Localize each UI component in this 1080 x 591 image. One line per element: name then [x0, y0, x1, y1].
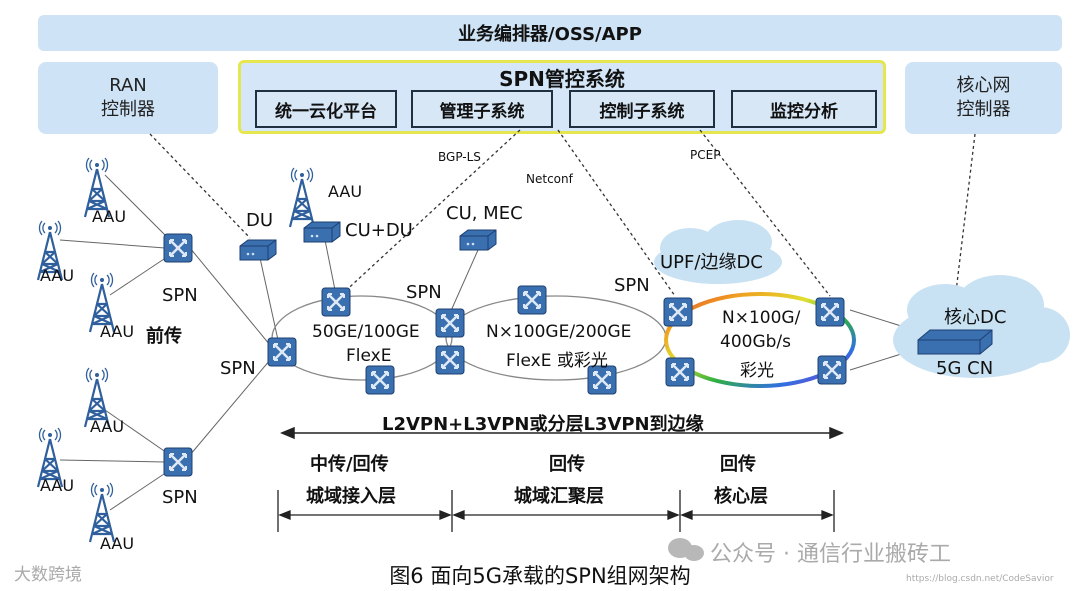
- pcep-label: PCEP: [690, 148, 721, 162]
- spn-router-icon: [434, 307, 466, 339]
- vpn-label: L2VPN+L3VPN或分层L3VPN到边缘: [382, 414, 704, 435]
- spn-router-icon: [662, 296, 694, 328]
- fronthaul-label: 前传: [146, 326, 182, 347]
- watermark-account: 公众号 · 通信行业搬砖工: [710, 542, 951, 567]
- aau-label: AAU: [40, 476, 75, 495]
- cu-mec-label: CU, MEC: [446, 203, 523, 224]
- cu-du-device-icon: [303, 221, 341, 243]
- upf-cloud: [654, 220, 782, 284]
- ran-controller-line1: RAN: [109, 75, 147, 96]
- layer-aggregation-top: 回传: [549, 454, 585, 475]
- vpn-arrow: [280, 426, 844, 440]
- watermark-url: https://blog.csdn.net/CodeSavior: [906, 574, 1054, 584]
- spn-label: SPN: [406, 282, 442, 303]
- aggregation-ring-tech: FlexE 或彩光: [506, 351, 608, 371]
- spn-router-icon: [814, 296, 846, 328]
- spn-router-icon: [816, 354, 848, 386]
- spn-router-icon: [364, 364, 396, 396]
- core-ring: [664, 292, 856, 388]
- access-ring-rate: 50GE/100GE: [312, 322, 420, 342]
- spn-router-icon: [434, 344, 466, 376]
- aau-label: AAU: [100, 322, 135, 341]
- watermark-left: 大数跨境: [14, 565, 82, 585]
- spn-router-icon: [162, 232, 194, 264]
- layer-access-top: 中传/回传: [310, 454, 389, 475]
- subsystem-control: 控制子系统: [569, 90, 715, 128]
- subsystem-monitoring: 监控分析: [731, 90, 877, 128]
- netconf-label: Netconf: [526, 172, 573, 186]
- layer-aggregation-bottom: 城域汇聚层: [514, 486, 604, 507]
- aau-label: AAU: [40, 266, 75, 285]
- ran-controller-box: RAN 控制器: [38, 62, 218, 134]
- figure-caption: 图6 面向5G承载的SPN组网架构: [389, 564, 691, 588]
- aau-label: AAU: [100, 534, 135, 553]
- cn-server-icon: [917, 329, 993, 355]
- orchestrator-bar: 业务编排器/OSS/APP: [38, 15, 1062, 51]
- core-controller-line2: 控制器: [956, 99, 1011, 120]
- ran-controller-line2: 控制器: [101, 99, 155, 120]
- du-device-icon: [239, 239, 277, 261]
- watermark-logo-icon: [668, 538, 704, 561]
- core-ring-tech: 彩光: [740, 361, 774, 381]
- aggregation-ring-rate: N×100GE/200GE: [486, 322, 632, 342]
- aau-label: AAU: [92, 207, 127, 226]
- spn-router-icon: [664, 356, 696, 388]
- aau-tower-icon: [288, 166, 316, 229]
- control-dashed-lines: [149, 129, 976, 301]
- spn-router-icon: [266, 336, 298, 368]
- core-dc-label: 核心DC: [944, 307, 1007, 328]
- access-ring-tech: FlexE: [346, 346, 392, 366]
- core-ring-rate: N×100G/: [722, 308, 801, 328]
- spn-router-icon: [320, 286, 352, 318]
- core-controller-box: 核心网 控制器: [905, 62, 1062, 134]
- du-label: DU: [246, 210, 274, 231]
- spn-label: SPN: [162, 285, 198, 306]
- spn-router-icon: [516, 284, 548, 316]
- cn-label: 5G CN: [936, 358, 994, 379]
- cu-du-label: CU+DU: [345, 220, 413, 241]
- aau-label: AAU: [328, 182, 363, 201]
- spn-management-title: SPN管控系统: [499, 67, 625, 91]
- bgp-ls-label: BGP-LS: [438, 150, 481, 164]
- spn-label: SPN: [614, 275, 650, 296]
- subsystem-cloud-platform: 统一云化平台: [255, 90, 397, 128]
- layer-access-bottom: 城域接入层: [306, 486, 396, 507]
- layer-core-bottom: 核心层: [714, 486, 768, 507]
- layer-core-top: 回传: [720, 454, 756, 475]
- core-ring-rate2: 400Gb/s: [720, 332, 791, 352]
- subsystem-management: 管理子系统: [411, 90, 553, 128]
- upf-dc-label: UPF/边缘DC: [660, 252, 763, 273]
- aau-label: AAU: [90, 417, 125, 436]
- spn-label: SPN: [220, 358, 256, 379]
- layer-arrows: [277, 490, 835, 532]
- spn-label: SPN: [162, 487, 198, 508]
- spn-management-system: SPN管控系统 统一云化平台 管理子系统 控制子系统 监控分析: [238, 60, 886, 134]
- cu-mec-device-icon: [459, 229, 497, 251]
- core-controller-line1: 核心网: [956, 75, 1011, 96]
- spn-router-icon: [162, 446, 194, 478]
